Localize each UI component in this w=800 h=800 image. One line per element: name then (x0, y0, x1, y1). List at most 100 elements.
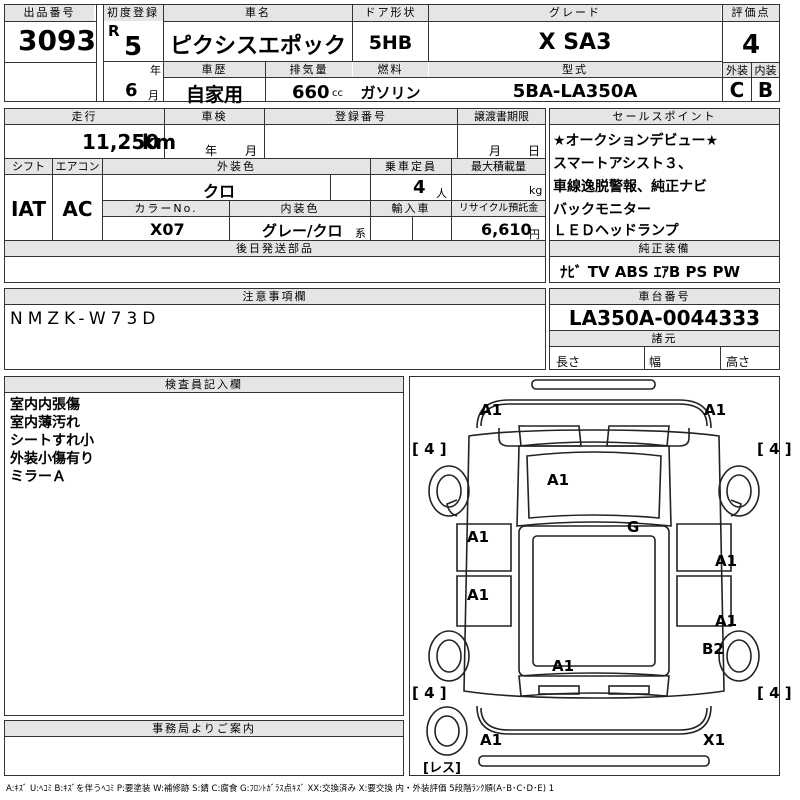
spare-tire-label: [レス] (423, 761, 461, 776)
sales-point: ★オークションデビュー★ (553, 133, 719, 149)
aircon-value: AC (62, 197, 93, 221)
era-label: R (108, 22, 120, 40)
int-color-suffix: 系 (355, 227, 366, 240)
right-rear-door-damage: A1 (715, 612, 738, 630)
doors-header: ドア形状 (353, 5, 428, 21)
front-bumper-left-damage: A1 (480, 401, 503, 419)
doors-value: 5HB (368, 32, 413, 54)
capacity-unit: 人 (436, 187, 447, 200)
chassis-header: 車台番号 (550, 289, 779, 304)
history-value: 自家用 (185, 84, 243, 106)
score-value: 4 (741, 30, 761, 60)
front-bumper-right-damage: A1 (704, 401, 727, 419)
mileage-header: 走行 (5, 109, 164, 124)
max-load-header: 最大積載量 (452, 159, 545, 174)
inspector-header: 検査員記入欄 (5, 377, 403, 392)
capacity-header: 乗車定員 (371, 159, 451, 174)
inspector-note: シートすれ小 (10, 433, 94, 449)
color-no-value: X07 (150, 220, 185, 239)
tire-rear-left: [ 4 ] (412, 684, 447, 702)
left-front-door-damage: A1 (467, 528, 490, 546)
office-box (4, 720, 404, 776)
chassis-box (549, 288, 780, 370)
int-grade: B (757, 78, 774, 102)
recycle-value: 6,610 (481, 220, 532, 239)
ext-color-header: 外装色 (103, 159, 370, 174)
shaken-header: 車検 (165, 109, 264, 124)
ext-color-value: クロ (203, 182, 236, 201)
month-unit: 月 (148, 89, 159, 102)
color-no-header: カラーNo. (103, 201, 229, 216)
dims-header: 諸元 (550, 331, 779, 346)
legend-text: A:ｷｽﾞ U:ﾍｺﾐ B:ｷｽﾞを伴うﾍｺﾐ P:要塗装 W:補修跡 S:錆 … (6, 784, 555, 794)
tire-front-right: [ 4 ] (757, 440, 792, 458)
shift-value: IAT (10, 197, 46, 221)
sales-points-header: セールスポイント (550, 109, 779, 124)
kg-unit: kg (529, 184, 543, 197)
length-label: 長さ (556, 355, 581, 369)
genuine-header: 純正装備 (550, 241, 779, 256)
sales-point: 車線逸脱警報、純正ナビ (553, 179, 707, 195)
inspector-note: 外装小傷有り (10, 451, 94, 467)
int-color-value: グレー/クロ (262, 222, 343, 240)
right-rear-fender-damage: B2 (702, 640, 724, 658)
lot-header: 出品番号 (5, 5, 94, 21)
left-rear-door-damage: A1 (467, 586, 490, 604)
windshield-damage: G (627, 518, 640, 536)
reg-month: 6 (125, 80, 138, 101)
shaken-year-unit: 年 (205, 144, 218, 158)
reg-year: 5 (124, 32, 143, 62)
office-header: 事務局よりご案内 (5, 721, 403, 736)
year-unit: 年 (150, 64, 161, 77)
car-body-diagram (426, 379, 760, 767)
rear-bumper-left-damage: A1 (480, 731, 503, 749)
height-label: 高さ (726, 355, 751, 369)
later-parts-header: 後日発送部品 (5, 241, 545, 256)
model-code-header: 型式 (429, 62, 721, 77)
tire-front-left: [ 4 ] (412, 440, 447, 458)
trunk-damage: A1 (552, 657, 575, 675)
notes-header: 注意事項欄 (5, 289, 545, 304)
score-header: 評価点 (723, 5, 779, 21)
deadline-month-unit: 月 (489, 144, 502, 158)
right-front-door-damage: A1 (715, 552, 738, 570)
fuel-value: ガソリン (360, 84, 421, 102)
shift-header: シフト (5, 159, 52, 174)
first-reg-header: 初度登録 (103, 5, 163, 21)
tire-rear-right: [ 4 ] (757, 684, 792, 702)
history-header: 車歴 (164, 62, 265, 77)
sales-points-box (549, 108, 780, 283)
inspector-note: 室内内張傷 (10, 397, 80, 413)
km-unit: km (142, 130, 177, 154)
inspector-box (4, 376, 404, 716)
shaken-month-unit: 月 (245, 144, 258, 158)
hood-damage: A1 (547, 471, 570, 489)
notes-value: NMZK-W73D (10, 309, 161, 329)
spec-section (4, 108, 546, 283)
inspector-note: ミラーＡ (10, 469, 66, 485)
sales-point: バックモニター (553, 202, 651, 218)
genuine-value: ﾅﾋﾞ TV ABS ｴｱB PS PW (560, 263, 741, 281)
displacement-header: 排気量 (266, 62, 352, 77)
width-label: 幅 (649, 355, 662, 369)
top-section (4, 4, 780, 102)
grade-value: X SA3 (538, 30, 612, 55)
yen-unit: 円 (529, 228, 540, 241)
sales-point: ＬＥＤヘッドランプ (553, 223, 679, 239)
int-color-header: 内装色 (230, 201, 370, 216)
ext-header: 外装 (723, 63, 751, 77)
recycle-header: リサイクル預託金 (452, 201, 545, 216)
grade-header: グレード (429, 5, 721, 21)
cc-unit: cc (332, 88, 343, 99)
reg-no-header: 登録番号 (265, 109, 457, 124)
inspector-note: 室内薄汚れ (10, 415, 80, 431)
int-header: 内装 (752, 63, 779, 77)
notes-box (4, 288, 546, 370)
ext-grade: C (729, 78, 745, 102)
aircon-header: エアコン (53, 159, 102, 174)
car-name: ピクシスエポック (169, 34, 346, 59)
lot-number: 3093 (18, 24, 96, 57)
car-name-header: 車名 (164, 5, 352, 21)
deadline-day-unit: 日 (528, 144, 541, 158)
model-code-value: 5BA-LA350A (512, 81, 638, 102)
